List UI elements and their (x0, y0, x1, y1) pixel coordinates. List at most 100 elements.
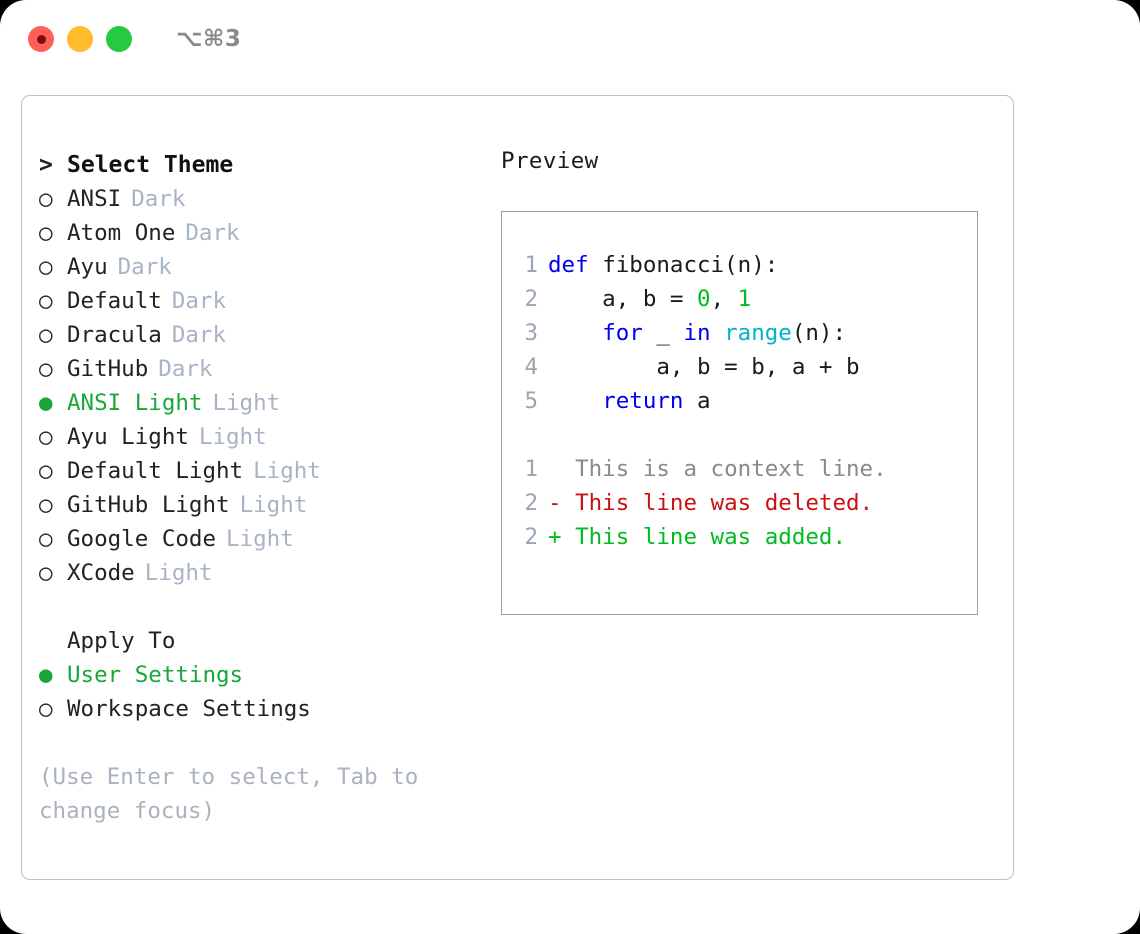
theme-list-item[interactable]: ○ ANSI Dark (39, 182, 479, 216)
code-line-text: def fibonacci(n): (548, 248, 778, 282)
radio-unselected-icon: ○ (39, 356, 53, 382)
code-line-number: 4 (524, 354, 538, 380)
radio-unselected-icon: ○ (39, 492, 53, 518)
theme-variant-badge: Dark (158, 356, 213, 382)
theme-variant-badge: Light (226, 526, 294, 552)
code-token-kw: def (548, 252, 603, 278)
diff-marker: - (548, 490, 562, 516)
theme-name-label: GitHub (67, 356, 149, 382)
theme-list-item[interactable]: ○ Default Light Light (39, 454, 479, 488)
code-token-num: 1 (737, 286, 752, 312)
radio-unselected-icon: ○ (39, 526, 53, 552)
theme-name-label: Default Light (67, 458, 244, 484)
code-token-plain: a, b = (548, 286, 698, 312)
shortcut-label: ⌥⌘3 (176, 26, 242, 52)
code-line-number: 5 (524, 388, 538, 414)
theme-variant-badge: Light (239, 492, 308, 518)
apply-to-item[interactable]: ● User Settings (39, 658, 479, 692)
apply-to-label: User Settings (67, 662, 244, 688)
theme-variant-badge: Light (212, 390, 281, 416)
theme-list-item[interactable]: ○ XCode Light (39, 556, 479, 590)
diff-line-number: 2 (524, 490, 538, 516)
recording-indicator-icon (36, 34, 46, 44)
code-token-plain (711, 320, 725, 346)
maximize-dot-icon[interactable] (106, 26, 132, 52)
radio-unselected-icon: ○ (39, 696, 53, 722)
radio-unselected-icon: ○ (39, 254, 53, 280)
theme-variant-badge: Light (198, 424, 267, 450)
diff-line-text: This line was added. (561, 524, 847, 550)
close-dot-icon[interactable] (28, 26, 54, 52)
theme-variant-badge: Dark (131, 186, 186, 212)
apply-to-title: Apply To (67, 628, 176, 654)
diff-line: 2- This line was deleted. (502, 486, 977, 520)
theme-variant-badge: Dark (185, 220, 240, 246)
theme-list-item[interactable]: ○ Google Code Light (39, 522, 479, 556)
apply-to-list: ● User Settings ○Workspace Settings (39, 658, 479, 726)
diff-line: 2+ This line was added. (502, 520, 977, 554)
theme-variant-badge: Light (144, 560, 213, 586)
radio-unselected-icon: ○ (39, 186, 53, 212)
code-token-plain: (n): (791, 320, 847, 346)
theme-variant-badge: Dark (117, 254, 172, 280)
prompt-caret-icon: > (39, 152, 53, 178)
minimize-dot-icon[interactable] (67, 26, 93, 52)
select-theme-header: > Select Theme (39, 148, 479, 182)
diff-line-number: 2 (524, 524, 538, 550)
keyboard-hint: (Use Enter to select, Tab to change focu… (39, 764, 419, 824)
code-token-plain: , (710, 286, 738, 312)
diff-marker (548, 452, 562, 486)
radio-unselected-icon: ○ (39, 288, 53, 314)
radio-unselected-icon: ○ (39, 220, 53, 246)
hint-wrapper: (Use Enter to select, Tab to change focu… (39, 760, 479, 828)
theme-list-item[interactable]: ○ Atom One Dark (39, 216, 479, 250)
theme-name-label: ANSI (67, 186, 122, 212)
code-token-kw: in (683, 320, 711, 346)
radio-selected-icon: ● (39, 662, 53, 688)
code-line: 5 return a (502, 384, 977, 418)
theme-list-item[interactable]: ○ GitHub Dark (39, 352, 479, 386)
theme-name-label: XCode (67, 560, 135, 586)
code-line-text: a, b = b, a + b (548, 350, 860, 384)
theme-name-label: Google Code (67, 526, 217, 552)
radio-unselected-icon: ○ (39, 560, 53, 586)
code-token-plain: fibonacci(n): (602, 252, 779, 278)
radio-unselected-icon: ○ (39, 424, 53, 450)
code-token-plain (548, 320, 602, 346)
title-bar: ⌥⌘3 (0, 0, 1140, 78)
apply-to-header: Apply To (39, 624, 479, 658)
radio-unselected-icon: ○ (39, 458, 53, 484)
code-line: 3 for _ in range(n): (502, 316, 977, 350)
diff-line-number: 1 (524, 456, 538, 482)
code-token-kw: for (602, 320, 643, 346)
code-line-text: return a (548, 384, 710, 418)
apply-to-item[interactable]: ○Workspace Settings (39, 692, 479, 726)
theme-variant-badge: Light (253, 458, 321, 484)
theme-variant-badge: Dark (171, 288, 227, 314)
code-line: 4 a, b = b, a + b (502, 350, 977, 384)
code-line: 2 a, b = 0, 1 (502, 282, 977, 316)
theme-name-label: Dracula (67, 322, 162, 348)
code-token-plain: _ (642, 320, 684, 346)
theme-variant-badge: Dark (171, 322, 227, 348)
diff-block: 1 This is a context line.2- This line wa… (502, 452, 977, 554)
diff-line: 1 This is a context line. (502, 452, 977, 486)
spacer (39, 590, 479, 624)
theme-name-label: Atom One (67, 220, 176, 246)
preview-title: Preview (501, 148, 599, 174)
code-token-kw: return (602, 388, 684, 414)
code-token-plain: a, b = b, a + b (548, 354, 860, 380)
